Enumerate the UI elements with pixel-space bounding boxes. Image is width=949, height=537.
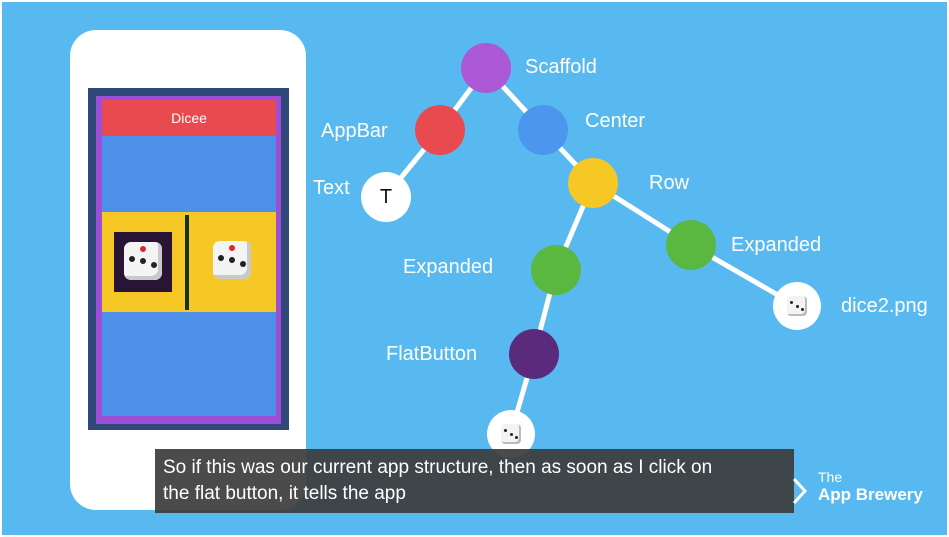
expanded-right-node — [666, 220, 716, 270]
dice-image-icon — [501, 424, 521, 444]
flatbutton-node — [509, 329, 559, 379]
expanded-left-label: Expanded — [403, 256, 494, 278]
dice2-label: dice2.png — [841, 295, 928, 317]
expanded-left-node — [531, 245, 581, 295]
left-dice-icon — [124, 242, 162, 280]
row-node — [568, 158, 618, 208]
row-label: Row — [649, 172, 690, 194]
appbar-label: AppBar — [321, 120, 388, 142]
brand-line-1: The — [818, 469, 843, 485]
flatbutton-label: FlatButton — [386, 343, 478, 365]
brand-logo: The App Brewery — [818, 468, 923, 504]
scaffold-node — [461, 43, 511, 93]
center-label: Center — [585, 110, 646, 132]
dice2-node — [773, 282, 821, 330]
text-node: T — [361, 172, 411, 222]
brand-chevron-icon — [792, 477, 808, 505]
app-title: Dicee — [171, 110, 207, 126]
center-node — [518, 105, 568, 155]
dice2-icon — [787, 296, 807, 316]
row-divider — [185, 215, 189, 310]
right-dice-icon[interactable] — [213, 241, 251, 279]
scaffold-label: Scaffold — [525, 56, 597, 78]
subtitle-caption: So if this was our current app structure… — [155, 449, 794, 513]
text-label: Text — [313, 177, 350, 199]
expanded-right-label: Expanded — [731, 234, 822, 256]
brand-line-2: App Brewery — [818, 485, 923, 504]
app-bar: Dicee — [102, 100, 276, 136]
caption-line-2: the flat button, it tells the app — [163, 483, 406, 504]
text-node-letter: T — [379, 185, 393, 208]
appbar-node — [415, 105, 465, 155]
caption-line-1: So if this was our current app structure… — [163, 457, 713, 478]
